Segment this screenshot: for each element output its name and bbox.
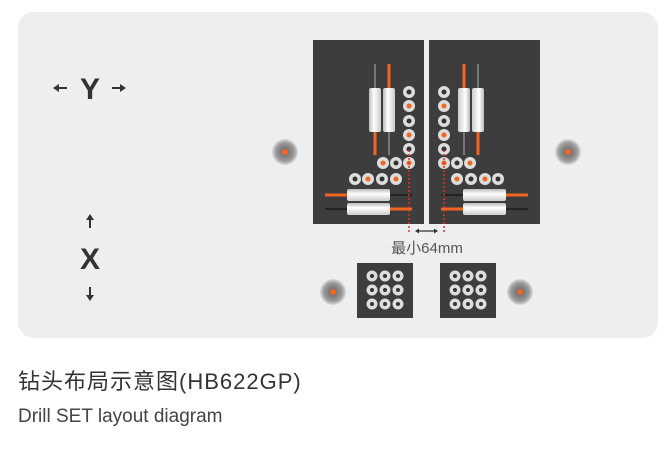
- y-axis-indicator: Y: [53, 73, 126, 106]
- y-axis-label: Y: [80, 73, 100, 106]
- x-axis-indicator: X: [80, 214, 100, 301]
- x-axis-label: X: [80, 243, 100, 276]
- min-spacing-label: 最小64mm: [391, 240, 463, 257]
- spacing-arrow: [415, 228, 438, 234]
- caption-title-en: Drill SET layout diagram: [18, 406, 223, 427]
- left-drill-block: [270, 38, 426, 320]
- right-drill-block: [427, 38, 583, 320]
- caption-title-cn: 钻头布局示意图(HB622GP): [18, 369, 302, 394]
